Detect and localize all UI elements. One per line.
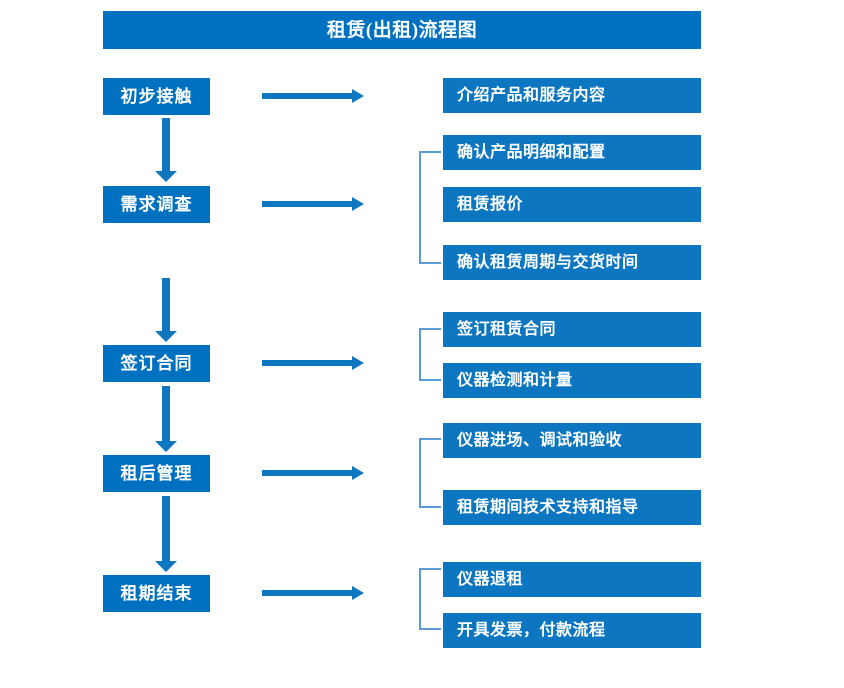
arrow-shaft	[162, 118, 170, 171]
vertical-arrow-2	[155, 278, 177, 342]
stage-box-2[interactable]: 需求调查	[103, 186, 210, 223]
arrow-shaft	[262, 590, 354, 596]
detail-box-5-2[interactable]: 开具发票，付款流程	[443, 613, 701, 648]
arrow-head-icon	[155, 561, 177, 572]
group-bracket-2	[419, 151, 441, 264]
horizontal-arrow-3	[262, 355, 364, 371]
vertical-arrow-3	[155, 386, 177, 452]
detail-box-3-2[interactable]: 仪器检测和计量	[443, 363, 701, 398]
detail-box-2-2[interactable]: 租赁报价	[443, 187, 701, 222]
detail-box-3-1[interactable]: 签订租赁合同	[443, 312, 701, 347]
arrow-shaft	[162, 496, 170, 561]
group-bracket-4	[419, 438, 441, 508]
stage-box-1[interactable]: 初步接触	[103, 78, 210, 115]
stage-box-5[interactable]: 租期结束	[103, 575, 210, 612]
arrow-head-icon	[155, 171, 177, 182]
vertical-arrow-4	[155, 496, 177, 572]
horizontal-arrow-2	[262, 196, 364, 212]
arrow-head-icon	[155, 441, 177, 452]
horizontal-arrow-4	[262, 465, 364, 481]
detail-box-2-3[interactable]: 确认租赁周期与交货时间	[443, 245, 701, 280]
arrow-head-icon	[155, 331, 177, 342]
group-bracket-3	[419, 328, 441, 381]
stage-box-3[interactable]: 签订合同	[103, 345, 210, 382]
arrow-shaft	[162, 278, 170, 331]
arrow-head-icon	[352, 466, 364, 480]
arrow-shaft	[162, 386, 170, 441]
arrow-head-icon	[352, 356, 364, 370]
arrow-shaft	[262, 470, 354, 476]
horizontal-arrow-1	[262, 88, 364, 104]
horizontal-arrow-5	[262, 585, 364, 601]
stage-box-4[interactable]: 租后管理	[103, 455, 210, 492]
arrow-head-icon	[352, 197, 364, 211]
page-title: 租赁(出租)流程图	[103, 11, 701, 49]
arrow-shaft	[262, 360, 354, 366]
detail-box-4-2[interactable]: 租赁期间技术支持和指导	[443, 490, 701, 525]
group-bracket-5	[419, 568, 441, 630]
vertical-arrow-1	[155, 118, 177, 182]
arrow-head-icon	[352, 89, 364, 103]
arrow-head-icon	[352, 586, 364, 600]
detail-box-1-1[interactable]: 介绍产品和服务内容	[443, 78, 701, 113]
arrow-shaft	[262, 93, 354, 99]
arrow-shaft	[262, 201, 354, 207]
detail-box-5-1[interactable]: 仪器退租	[443, 562, 701, 597]
detail-box-4-1[interactable]: 仪器进场、调试和验收	[443, 423, 701, 458]
detail-box-2-1[interactable]: 确认产品明细和配置	[443, 135, 701, 170]
